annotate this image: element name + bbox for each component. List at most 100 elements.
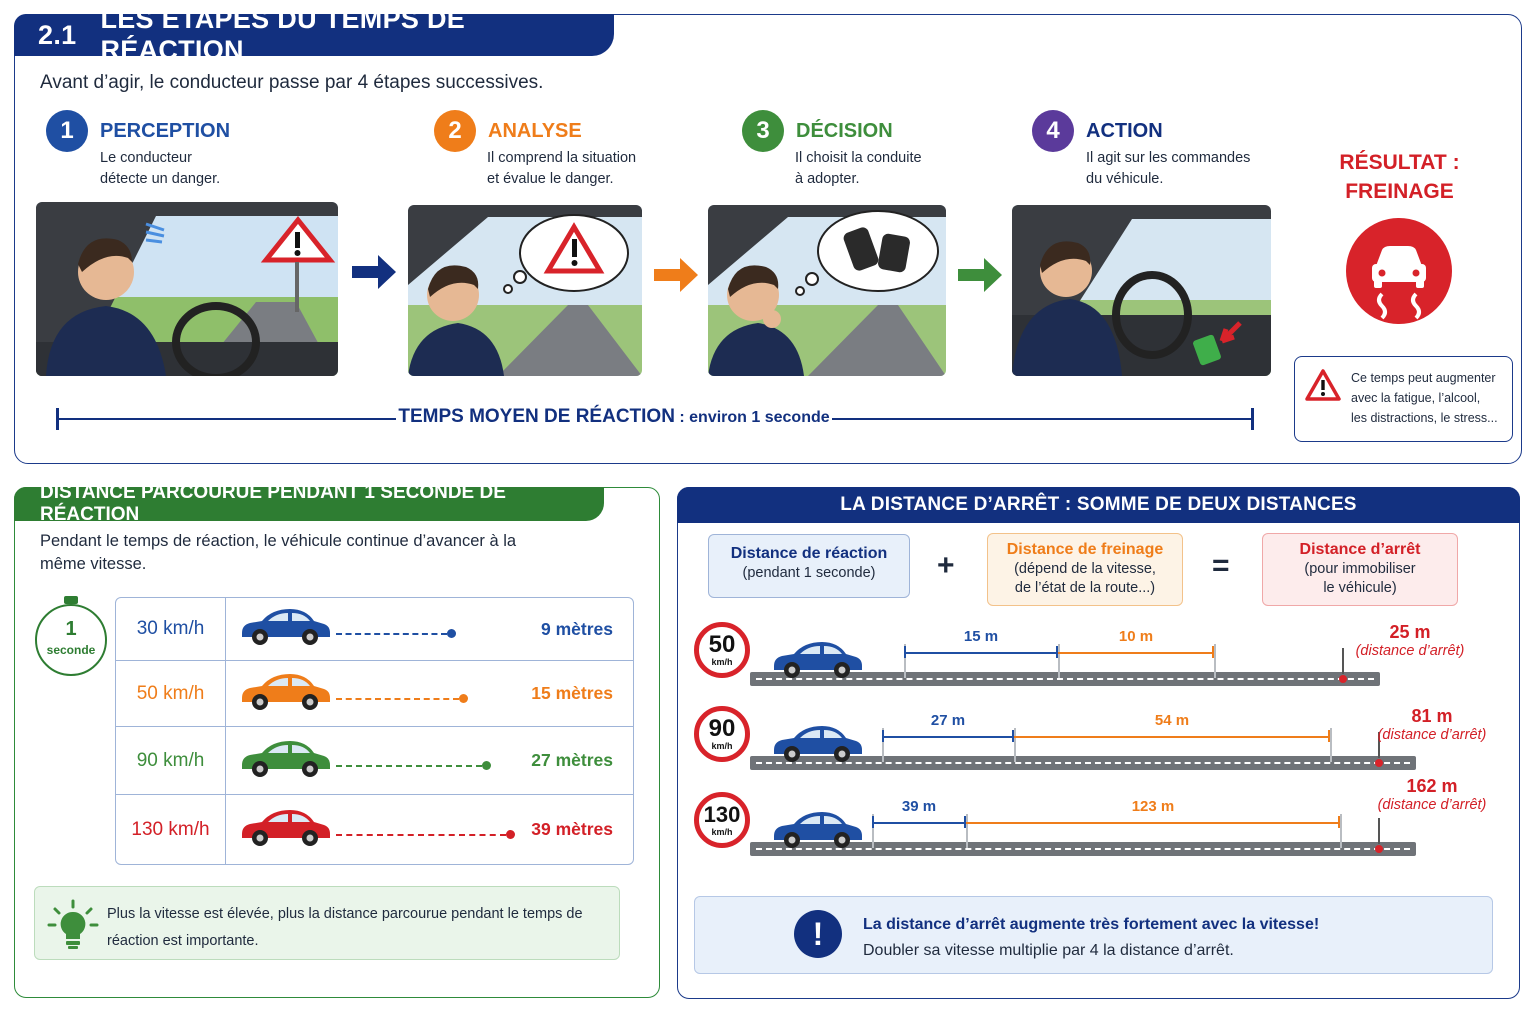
lightbulb-icon — [47, 899, 99, 949]
distance-label: 39 mètres — [531, 819, 613, 839]
arrow-right-icon — [654, 258, 698, 292]
reaction-distance-label: 15 m — [963, 628, 999, 645]
distance-label: 27 mètres — [531, 750, 613, 770]
speed-label: 130 km/h — [116, 795, 226, 864]
decision-illustration — [708, 205, 946, 376]
arrow-right-icon — [958, 258, 1002, 292]
road — [750, 672, 1380, 686]
braking-distance-label: 10 m — [1118, 628, 1154, 645]
speed-label: 30 km/h — [116, 598, 226, 660]
analyse-illustration — [408, 205, 642, 376]
reaction-segment — [872, 822, 966, 824]
road — [750, 842, 1416, 856]
braking-distance-label: 54 m — [1154, 712, 1190, 729]
distance-end-dot — [506, 830, 515, 839]
stop-point-dot — [1339, 675, 1347, 683]
distance-end-dot — [447, 629, 457, 638]
tip-text: Plus la vitesse est élevée, plus la dist… — [107, 906, 583, 949]
step-description: Il agit sur les commandes du véhicule. — [1086, 150, 1251, 187]
car-icon — [774, 726, 862, 762]
reaction-distance-term: Distance de réaction(pendant 1 seconde) — [708, 534, 910, 598]
equals-operator: = — [1212, 549, 1230, 582]
timer-unit: seconde — [46, 643, 96, 657]
total-distance: 25 m(distance d’arrêt) — [1355, 622, 1465, 659]
key-message-bold: La distance d’arrêt augmente très fortem… — [863, 916, 1320, 933]
key-message-text: Doubler sa vitesse multiplie par 4 la di… — [863, 942, 1234, 959]
tip-box: Plus la vitesse est élevée, plus la dist… — [34, 886, 620, 960]
distance-dash-line — [336, 633, 448, 635]
step-description: Il comprend la situation et évalue le da… — [487, 150, 637, 187]
section-number: 2.1 — [38, 19, 77, 50]
result-title: RÉSULTAT : FREINAGE — [1339, 151, 1460, 203]
stopping-distance-term: Distance d’arrêt(pour immobiliser le véh… — [1262, 533, 1458, 606]
step-title: DÉCISION — [796, 119, 893, 142]
step-number-badge: 3 — [742, 110, 784, 152]
reaction-distance-label: 27 m — [930, 712, 966, 729]
car-icon — [242, 674, 330, 710]
car-icon — [774, 642, 862, 678]
timer-value: 1 — [65, 618, 77, 640]
step-action-header: 4 ACTION — [1032, 110, 1163, 152]
exclamation-icon: ! — [794, 910, 842, 958]
speed-row: 30 km/h 9 mètres — [116, 598, 633, 660]
step-decision-header: 3 DÉCISION — [742, 110, 893, 152]
reaction-segment — [882, 736, 1014, 738]
step-number-badge: 1 — [46, 110, 88, 152]
step-description: Le conducteur détecte un danger. — [100, 150, 221, 187]
distance-dash-line — [336, 765, 483, 767]
speed-row: 130 km/h 39 mètres — [116, 794, 633, 864]
car-icon — [242, 609, 330, 645]
reaction-timeline: TEMPS MOYEN DE RÉACTION : environ 1 seco… — [56, 404, 1254, 434]
step-number-badge: 2 — [434, 110, 476, 152]
speed-label: 50 km/h — [116, 661, 226, 726]
reaction-distance-label: 39 m — [901, 798, 937, 815]
section-intro: Avant d’agir, le conducteur passe par 4 … — [40, 72, 544, 93]
distance-dash-line — [336, 698, 459, 700]
step-number-badge: 4 — [1032, 110, 1074, 152]
perception-illustration — [36, 202, 338, 376]
distance-label: 15 mètres — [531, 683, 613, 703]
step-perception-header: 1 PERCEPTION — [46, 110, 230, 152]
car-icon — [774, 812, 862, 848]
plus-operator: + — [937, 549, 955, 582]
distance-end-dot — [482, 761, 492, 770]
distance-end-dot — [458, 694, 468, 703]
timeline-label: TEMPS MOYEN DE RÉACTION : environ 1 seco… — [396, 406, 832, 428]
arrow-right-icon — [352, 255, 396, 289]
step-description: Il choisit la conduite à adopter. — [795, 150, 922, 187]
car-icon — [242, 810, 330, 846]
warning-text: Ce temps peut augmenter avec la fatigue,… — [1351, 371, 1498, 425]
distance-label: 9 mètres — [541, 618, 613, 639]
speed-label: 90 km/h — [116, 727, 226, 794]
speed-row: 50 km/h 15 mètres — [116, 660, 633, 726]
road — [750, 756, 1416, 770]
total-distance: 81 m(distance d’arrêt) — [1377, 706, 1487, 743]
step-analyse-header: 2 ANALYSE — [434, 110, 582, 152]
panel-title: DISTANCE PARCOURUE PENDANT 1 SECONDE DE … — [14, 482, 604, 525]
braking-icon — [1346, 218, 1452, 324]
step-title: ANALYSE — [488, 119, 582, 142]
distance-dash-line — [336, 834, 506, 836]
speed-row: 90 km/h 27 mètres — [116, 726, 633, 794]
stop-point-dot — [1375, 845, 1383, 853]
stopwatch-icon: 1 seconde — [35, 596, 107, 676]
panel-intro: Pendant le temps de réaction, le véhicul… — [40, 532, 517, 573]
car-icon — [242, 741, 330, 777]
braking-segment — [1014, 736, 1330, 738]
stop-point-dot — [1375, 759, 1383, 767]
panel-title: LA DISTANCE D’ARRÊT : SOMME DE DEUX DIST… — [677, 487, 1520, 523]
total-distance: 162 m(distance d’arrêt) — [1377, 776, 1487, 813]
braking-distance-label: 123 m — [1131, 798, 1175, 815]
step-title: ACTION — [1086, 119, 1163, 142]
section-title: LES ÉTAPES DU TEMPS DE RÉACTION — [100, 4, 466, 65]
braking-distance-term: Distance de freinage(dépend de la vitess… — [987, 533, 1183, 606]
section-title-bar: 2.1 LES ÉTAPES DU TEMPS DE RÉACTION — [14, 4, 614, 65]
key-message-box: ! La distance d’arrêt augmente très fort… — [694, 896, 1493, 974]
speed-distance-table: 30 km/h 9 mètres 50 km/h 15 mètres 90 km/h 27… — [115, 597, 634, 865]
